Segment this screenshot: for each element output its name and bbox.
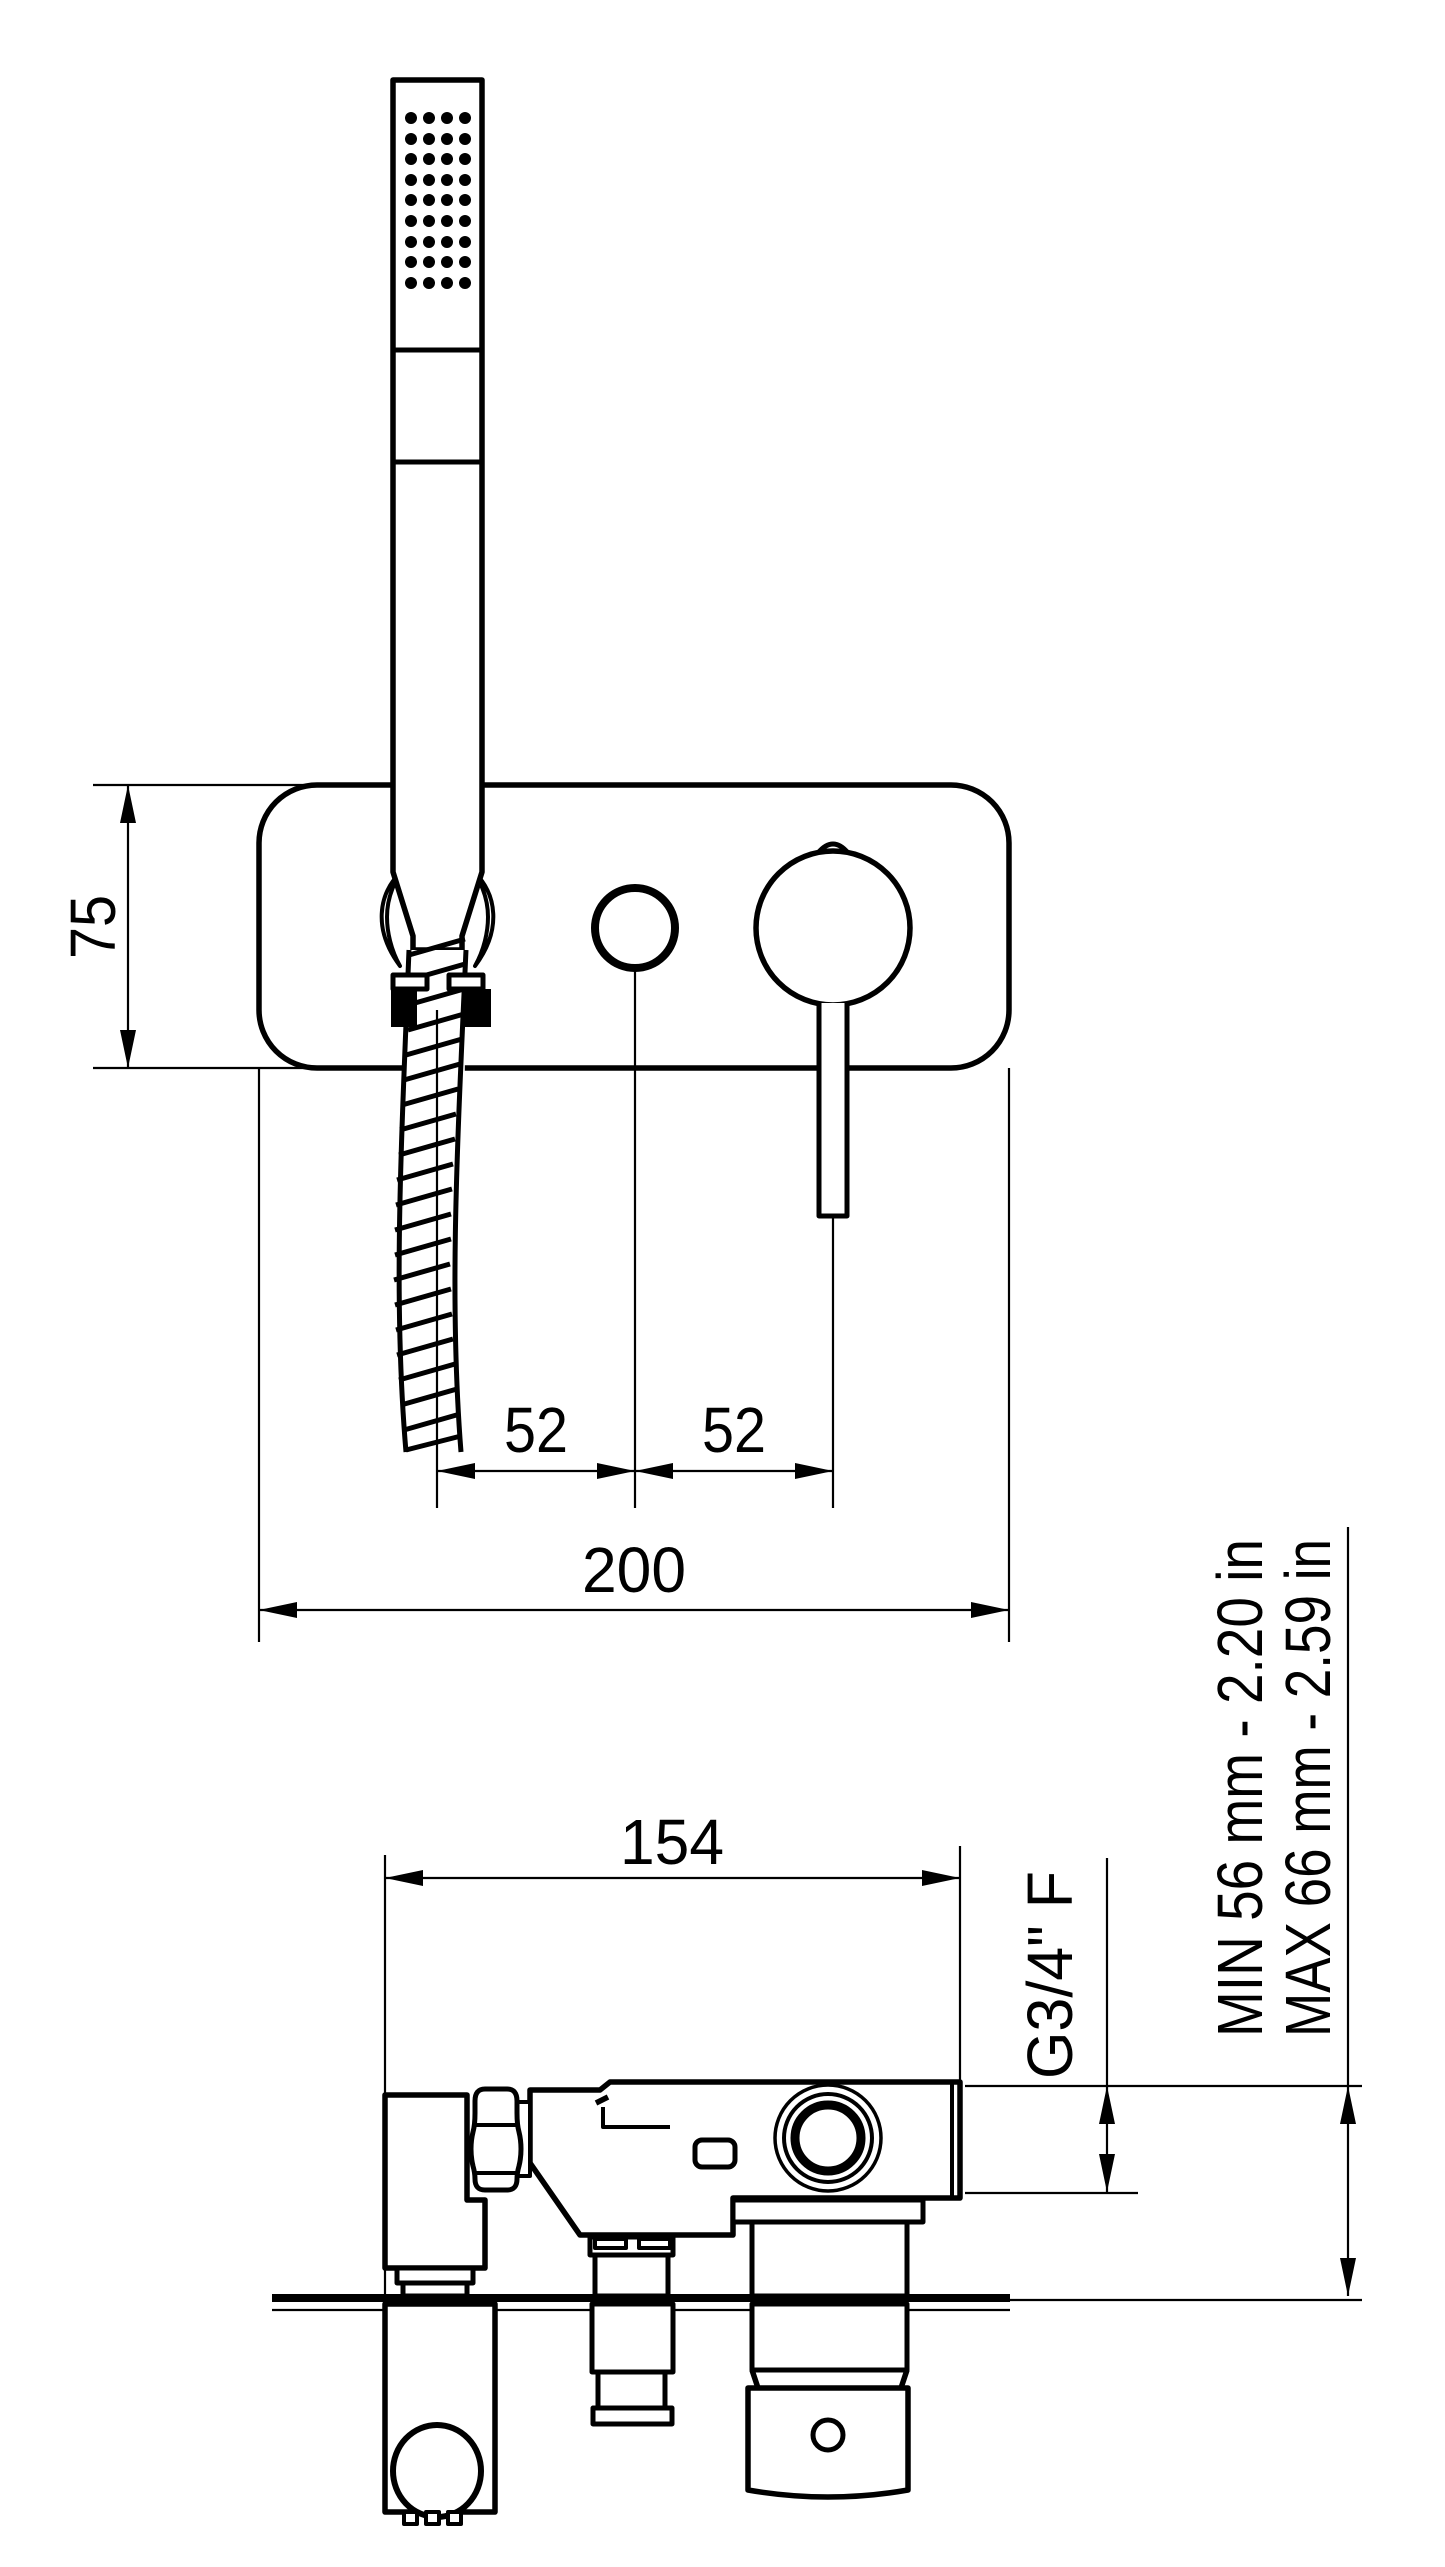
dim-154-label: 154 <box>620 1806 724 1878</box>
wand-body <box>390 77 485 953</box>
dim-200-label: 200 <box>582 1534 686 1606</box>
dim-154: 154 <box>383 1806 962 2296</box>
diverter-button <box>591 884 679 972</box>
holder-bracket-left <box>390 972 430 992</box>
fitting-right <box>745 2301 911 2500</box>
recess-max-label: MAX 66 mm - 2.59 in <box>1272 1539 1344 2037</box>
nut-outline <box>468 2086 524 2193</box>
recess-min-label: MIN 56 mm - 2.20 in <box>1204 1539 1276 2037</box>
dim-52-right-label: 52 <box>702 1394 766 1466</box>
body-step-line <box>601 2107 670 2129</box>
mixer-lever <box>816 1003 850 1219</box>
inlet-elbow <box>382 2092 488 2299</box>
hand-shower <box>379 77 496 968</box>
dim-52-left-label: 52 <box>504 1394 568 1466</box>
inlet-nut <box>468 2086 532 2193</box>
outlet-port-mid <box>782 2092 874 2184</box>
wand-joints <box>393 347 482 465</box>
shower-hose <box>390 936 491 1508</box>
dim-g34: G3/4" F <box>965 1858 1362 2195</box>
port-thread-label: G3/4" F <box>1014 1871 1086 2079</box>
dim-52-52: 52 52 <box>437 968 835 1508</box>
side-view: 154 G3/4" F MIN 56 mm - 2.20 in MAX 66 m… <box>272 1527 1362 2526</box>
dim-recess: MIN 56 mm - 2.20 in MAX 66 mm - 2.59 in <box>1010 1527 1362 2302</box>
body-detent <box>692 2137 738 2170</box>
hose-nut-left <box>391 989 417 1027</box>
dim-75-label: 75 <box>57 895 129 959</box>
hose-nut-right <box>465 989 491 1027</box>
outlet-pipe-middle <box>587 2234 676 2299</box>
holder-wings <box>379 870 496 968</box>
outlet-port-bore <box>790 2100 866 2176</box>
cartridge-left <box>382 2301 498 2526</box>
outlet-pipe-right <box>730 2197 926 2299</box>
nut-facets <box>475 2123 517 2175</box>
outlet-port-outer <box>773 2083 883 2193</box>
hose-coils <box>393 936 466 1453</box>
body-tick <box>594 2094 610 2106</box>
knob-circle <box>753 848 913 1008</box>
spray-nozzles <box>405 112 471 289</box>
deck-plate <box>272 2294 1010 2302</box>
dim-75: 75 <box>57 783 310 1070</box>
fitting-middle <box>589 2301 676 2427</box>
holder-bracket-right <box>446 972 486 992</box>
dim-200: 200 <box>257 1068 1011 1642</box>
mixer-knob <box>753 841 913 1008</box>
front-view: 75 52 52 200 <box>57 77 1012 1642</box>
